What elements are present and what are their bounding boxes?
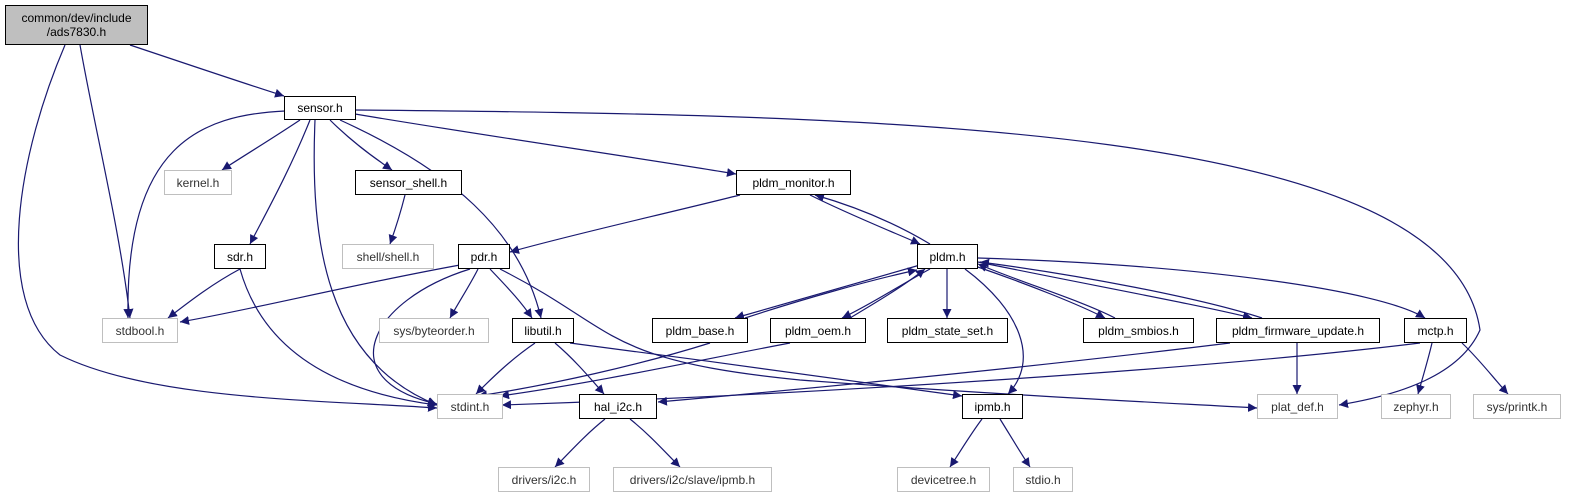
node-drivers-i2c: drivers/i2c.h (498, 467, 590, 492)
edge-pdr-libutil (489, 268, 533, 319)
edge-ipmb-stdio (999, 418, 1031, 468)
edge-hal-i2c-drivers-i2c (554, 418, 606, 468)
root-label-line1: common/dev/include (21, 11, 132, 25)
edge-pdr-plat-def (499, 268, 1258, 412)
edge-sensor-sensor-shell (329, 119, 393, 171)
node-stdbool: stdbool.h (102, 318, 178, 343)
edge-pldm-smbios-pldm (977, 263, 1116, 319)
node-sys-printk: sys/printk.h (1473, 394, 1561, 419)
node-drivers-i2c-slave-ipmb: drivers/i2c/slave/ipmb.h (613, 467, 772, 492)
edge-sensor-plat-def (354, 109, 1481, 408)
edge-sensor-sdr (249, 119, 311, 245)
node-hal-i2c[interactable]: hal_i2c.h (579, 394, 657, 419)
edge-pldm-pldm-base (734, 264, 921, 320)
node-libutil[interactable]: libutil.h (512, 318, 574, 343)
node-devicetree: devicetree.h (897, 467, 990, 492)
edge-pldm-monitor-pldm (809, 194, 921, 245)
node-sdr[interactable]: sdr.h (214, 244, 266, 269)
edge-pldm-firmware-update-pldm (979, 258, 1263, 319)
node-pdr[interactable]: pdr.h (458, 244, 510, 269)
node-pldm[interactable]: pldm.h (917, 244, 978, 269)
node-kernel: kernel.h (164, 170, 232, 195)
edge-pldm-pldm-monitor (814, 193, 931, 245)
edge-pldm-firmware-update (977, 261, 1253, 321)
edge-pldm-oem-stdint (499, 342, 791, 400)
edge-sdr-stdint (239, 268, 438, 409)
node-stdint: stdint.h (437, 394, 503, 419)
edge-sdr-stdbool (167, 268, 241, 319)
edge-pldm-smbios (974, 265, 1106, 319)
node-plat-def: plat_def.h (1257, 394, 1338, 419)
edge-libutil-stdint (475, 342, 536, 395)
node-sensor-shell[interactable]: sensor_shell.h (355, 170, 462, 195)
node-stdio: stdio.h (1013, 467, 1073, 492)
edge-sensor-stdbool (123, 110, 286, 319)
edge-ipmb-devicetree (949, 418, 983, 468)
edge-sensor-pldm-monitor (354, 113, 737, 177)
edge-pldm-mctp (977, 257, 1426, 319)
node-shell-shell: shell/shell.h (342, 244, 434, 269)
root-label-line2: /ads7830.h (46, 25, 107, 39)
node-pldm-firmware-update[interactable]: pldm_firmware_update.h (1216, 318, 1380, 343)
edge-pldm-base-pldm (744, 267, 918, 319)
node-pldm-state-set[interactable]: pldm_state_set.h (887, 318, 1008, 343)
edge-pldm-base-stdint (477, 342, 711, 400)
edge-sensor-shell-shell (388, 194, 406, 245)
root-node-ads7830: common/dev/include /ads7830.h (5, 5, 148, 45)
edge-pdr-byteorder (449, 268, 479, 319)
edge-pldm-pldm-oem (841, 268, 931, 319)
edge-mctp-zephyr (1416, 342, 1433, 395)
edge-hal-i2c-slave-ipmb (629, 418, 681, 468)
edge-libutil-hal-i2c (554, 342, 605, 395)
edge-pldm-oem-pldm (849, 268, 926, 319)
edge-pdr-stdint (373, 268, 471, 407)
edge-pldm-monitor-pdr (509, 194, 741, 254)
node-sensor[interactable]: sensor.h (284, 96, 356, 120)
edge-mctp-printk (1461, 342, 1509, 395)
edge-pldm-ipmb (964, 268, 1024, 395)
node-mctp[interactable]: mctp.h (1404, 318, 1467, 343)
edge-sensor-libutil (339, 119, 544, 319)
node-sys-byteorder: sys/byteorder.h (379, 318, 489, 343)
edge-sensor-kernel (221, 119, 301, 171)
edge-ads7830-sensor (129, 44, 285, 98)
edge-pdr-stdbool (179, 264, 461, 325)
edge-libutil-ipmb (569, 342, 963, 400)
edge-ads7830-stdint (17, 44, 438, 412)
node-pldm-smbios[interactable]: pldm_smbios.h (1083, 318, 1194, 343)
node-pldm-monitor[interactable]: pldm_monitor.h (736, 170, 851, 195)
node-pldm-oem[interactable]: pldm_oem.h (770, 318, 866, 343)
node-pldm-base[interactable]: pldm_base.h (652, 318, 748, 343)
node-ipmb[interactable]: ipmb.h (962, 394, 1023, 419)
node-zephyr: zephyr.h (1381, 394, 1451, 419)
edge-ads7830-stdbool (79, 44, 134, 319)
